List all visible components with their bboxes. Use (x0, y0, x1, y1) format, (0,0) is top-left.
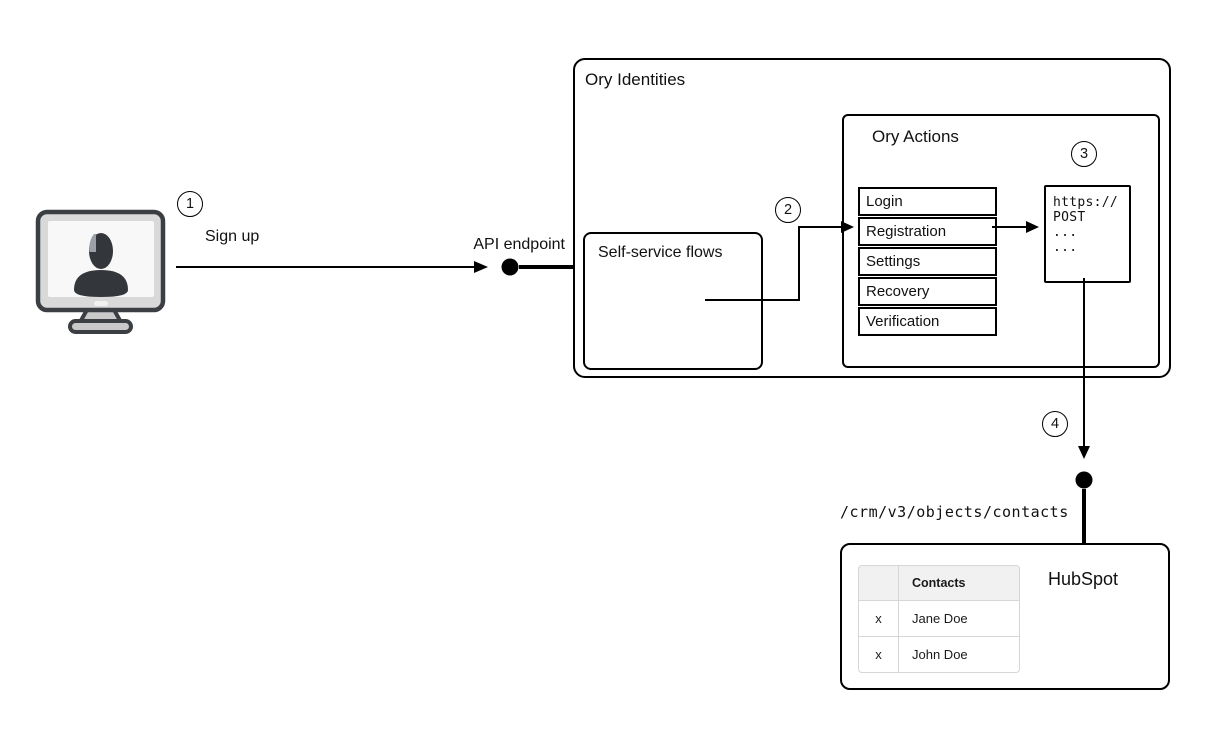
self-service-flows-title: Self-service flows (598, 244, 723, 261)
user-terminal-icon (32, 208, 172, 338)
contact-name-cell: John Doe (899, 637, 1020, 673)
crm-endpoint-path-label: /crm/v3/objects/contacts (840, 503, 1069, 521)
hubspot-arrowhead-icon (1078, 446, 1090, 459)
step-number: 4 (1050, 416, 1060, 432)
flow-row-registration: Registration (858, 217, 997, 246)
signup-arrowhead-icon (474, 261, 488, 273)
ory-identities-box: Ory Identities Self-service flows Ory Ac… (573, 58, 1171, 378)
webhook-code-box: https:// POST ... ... (1044, 185, 1131, 283)
hubspot-box: HubSpot Contacts x Jane Doe x John Doe (840, 543, 1170, 690)
flow-row-login: Login (858, 187, 997, 216)
contacts-header-cell: Contacts (899, 565, 1020, 601)
api-endpoint-dot-icon (501, 258, 519, 276)
contacts-header-empty-cell (858, 565, 899, 601)
contacts-table-row: x Jane Doe (858, 601, 1020, 637)
ory-identities-title: Ory Identities (585, 70, 686, 89)
hubspot-endpoint-dot-icon (1075, 471, 1093, 489)
contacts-table-header-row: Contacts (858, 565, 1020, 601)
flow-row-settings: Settings (858, 247, 997, 276)
api-endpoint-label: API endpoint (473, 236, 565, 253)
contact-marker-cell: x (858, 601, 899, 637)
step-badge-1: 1 (177, 191, 203, 217)
contacts-table: Contacts x Jane Doe x John Doe (858, 565, 1020, 673)
step-number: 1 (185, 196, 195, 212)
code-line: ... (1053, 225, 1078, 240)
ory-actions-box: Ory Actions Login Registration Settings … (842, 114, 1160, 368)
contact-name-cell: Jane Doe (899, 601, 1020, 637)
step-number: 3 (1079, 146, 1089, 162)
contact-marker-cell: x (858, 637, 899, 673)
code-line: ... (1053, 240, 1078, 255)
contacts-table-row: x John Doe (858, 637, 1020, 673)
step-badge-2: 2 (775, 197, 801, 223)
flow-row-recovery: Recovery (858, 277, 997, 306)
flow-list: Login Registration Settings Recovery Ver… (858, 187, 997, 337)
hubspot-title: HubSpot (1048, 569, 1119, 589)
code-line: POST (1053, 210, 1086, 225)
step-badge-4: 4 (1042, 411, 1068, 437)
self-service-flows-box: Self-service flows (583, 232, 763, 370)
flow-row-verification: Verification (858, 307, 997, 336)
ory-actions-title: Ory Actions (872, 127, 959, 146)
signup-label: Sign up (205, 228, 260, 245)
step-badge-3: 3 (1071, 141, 1097, 167)
code-line: https:// (1053, 195, 1119, 210)
step-number: 2 (783, 202, 793, 218)
